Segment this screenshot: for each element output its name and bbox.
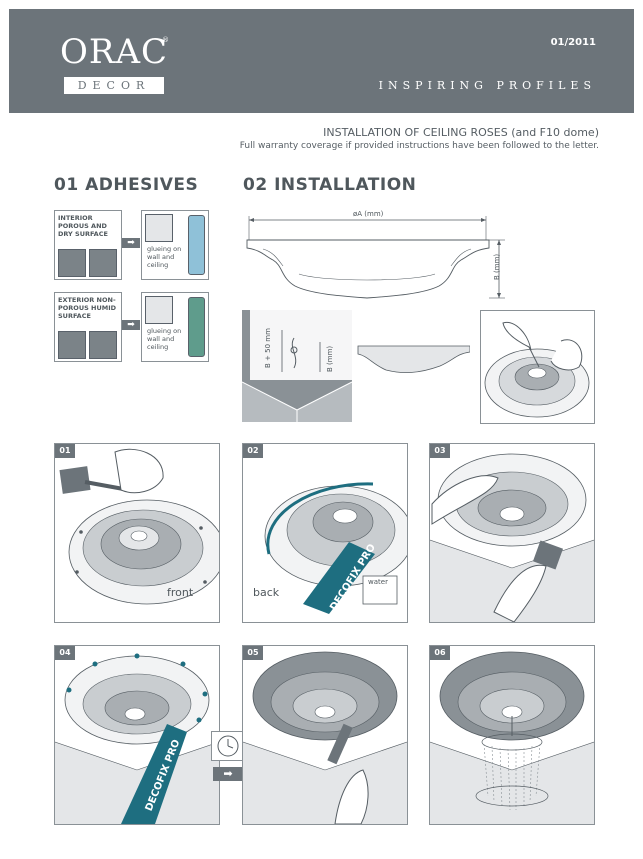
warranty-note: Full warranty coverage if provided instr… — [239, 141, 599, 151]
step-panel-03: 03 — [429, 443, 595, 623]
issue-date: 01/2011 — [550, 37, 596, 48]
step-panel-02: 02 back DECOFIX PRO water — [242, 443, 408, 623]
step-panel-05: 05 — [242, 645, 408, 825]
logo-wordmark: ORAC — [59, 32, 169, 72]
porous-surface-icon — [58, 249, 86, 277]
step-panel-01: 01 front — [54, 443, 220, 623]
glue-corner-icon — [145, 214, 173, 242]
glue-box-exterior: glueing on wall and ceiling — [141, 292, 209, 362]
step-panel-06: 06 — [429, 645, 595, 825]
orac-decor-logo: ORAC ® DECOR — [56, 32, 172, 104]
moulding-profile-icon — [89, 249, 117, 277]
adhesive-tube-icon — [188, 297, 205, 357]
step-number: 03 — [430, 444, 450, 458]
ceiling-clearance-diagram: B + 50 mm B (mm) — [242, 310, 470, 422]
arrow-right-icon: ➡ — [213, 767, 243, 781]
surface-box-interior: INTERIOR POROUS AND DRY SURFACE — [54, 210, 122, 280]
step-caption: front — [167, 586, 194, 599]
non-porous-surface-icon — [58, 331, 86, 359]
height-label: B (mm) — [493, 253, 501, 280]
drill-center-illustration — [480, 310, 595, 424]
surface-label-exterior: EXTERIOR NON-POROUS HUMID SURFACE — [58, 296, 117, 320]
document-title: INSTALLATION OF CEILING ROSES (and F10 d… — [323, 126, 599, 139]
step-number: 01 — [55, 444, 75, 458]
logo-subtitle: DECOR — [64, 77, 164, 94]
arrow-right-icon: ➡ — [122, 320, 140, 330]
document-title-block: INSTALLATION OF CEILING ROSES (and F10 d… — [240, 126, 599, 153]
water-badge: water — [368, 578, 388, 586]
adhesive-tube-icon — [188, 215, 205, 275]
surface-label-interior: INTERIOR POROUS AND DRY SURFACE — [58, 214, 108, 238]
clearance-label: B + 50 mm — [264, 328, 272, 368]
glue-instruction: glueing on wall and ceiling — [147, 327, 182, 351]
page-header: ORAC ® DECOR 01/2011 INSPIRING PROFILES — [9, 9, 634, 113]
step-number: 02 — [243, 444, 263, 458]
drying-time-icon — [211, 731, 245, 761]
section-heading-installation: 02 INSTALLATION — [243, 175, 417, 195]
glue-instruction: glueing on wall and ceiling — [147, 245, 182, 269]
rose-profile-drawing: øA (mm) B (mm) — [243, 208, 523, 304]
step-number: 04 — [55, 646, 75, 660]
section-heading-adhesives: 01 ADHESIVES — [54, 175, 199, 195]
step-panel-04: 04 DECOFIX PRO — [54, 645, 220, 825]
logo-registered-mark: ® — [162, 36, 169, 44]
surface-box-exterior: EXTERIOR NON-POROUS HUMID SURFACE — [54, 292, 122, 362]
moulding-profile-icon — [89, 331, 117, 359]
glue-corner-icon — [145, 296, 173, 324]
step-number: 05 — [243, 646, 263, 660]
diameter-label: øA (mm) — [353, 210, 384, 218]
tagline: INSPIRING PROFILES — [378, 79, 596, 92]
step-caption: back — [253, 586, 280, 599]
arrow-right-icon: ➡ — [122, 238, 140, 248]
step-number: 06 — [430, 646, 450, 660]
glue-box-interior: glueing on wall and ceiling — [141, 210, 209, 280]
clearance-height-label: B (mm) — [326, 345, 334, 372]
